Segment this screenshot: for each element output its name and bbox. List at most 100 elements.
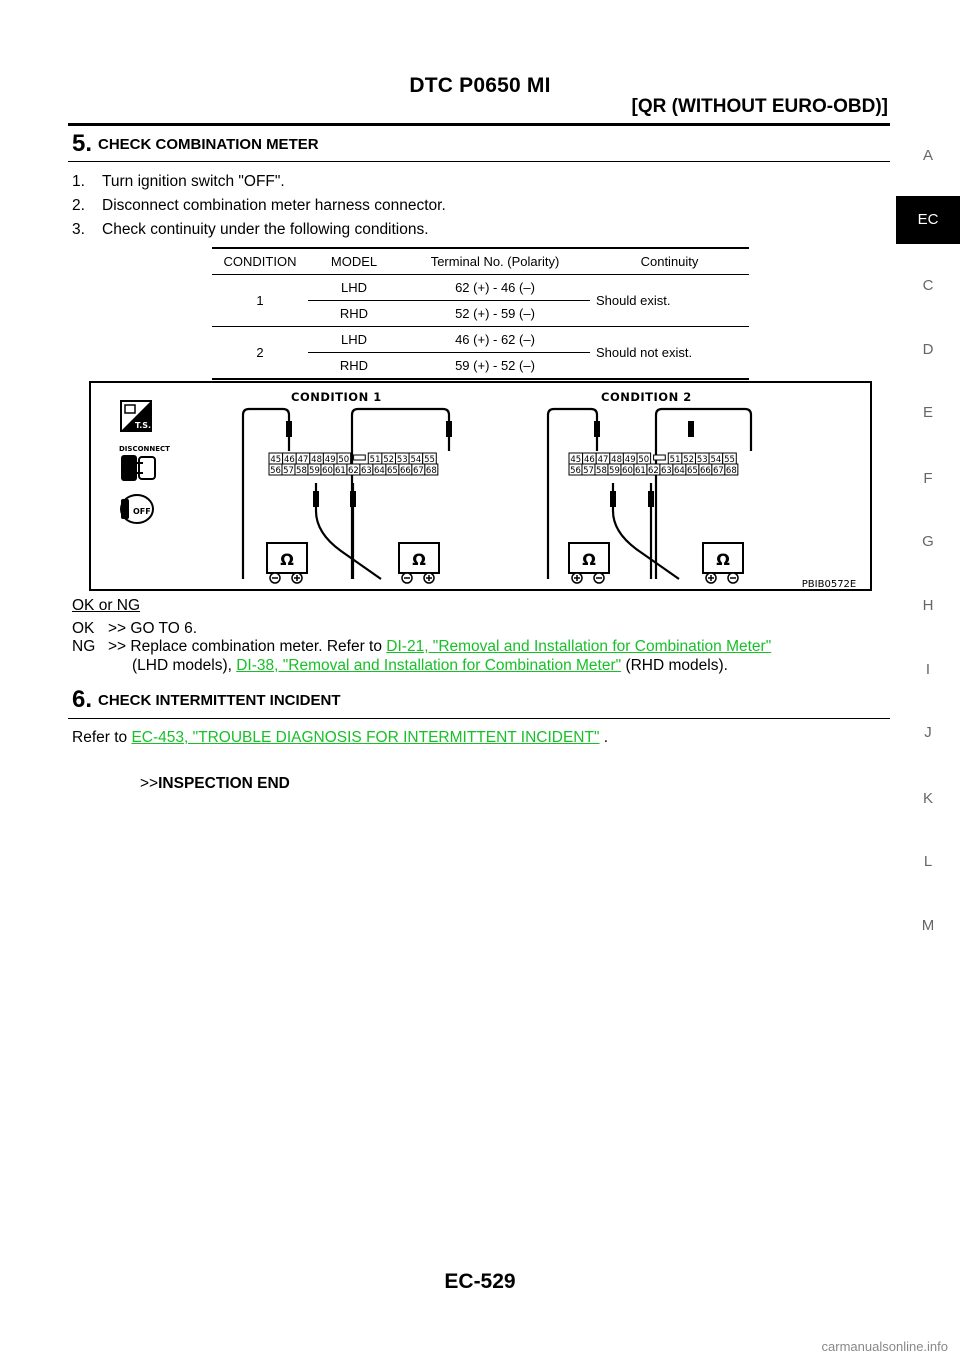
section-tab[interactable]: E	[922, 404, 933, 421]
table-header-row: CONDITION MODEL Terminal No. (Polarity) …	[212, 247, 749, 275]
section-tab[interactable]: I	[925, 661, 931, 678]
section-tab[interactable]: D	[922, 341, 934, 358]
disconnect-icon: DISCONNECT	[119, 445, 170, 481]
terminal-number: 60	[622, 466, 633, 476]
section-tab[interactable]: H	[922, 597, 934, 614]
step5-number: 5.	[72, 130, 93, 157]
terminal-number: 52	[683, 455, 694, 465]
cell-continuity: Should exist.	[590, 274, 749, 327]
intermittent-incident-link[interactable]: EC-453, "TROUBLE DIAGNOSIS FOR INTERMITT…	[131, 729, 600, 746]
condition1-meter-left: Ω	[266, 542, 308, 584]
cell-continuity: Should not exist.	[590, 326, 749, 380]
terminal-number: 45	[270, 455, 281, 465]
terminal-number: 62	[348, 466, 359, 476]
terminal-number: 68	[726, 466, 737, 476]
terminal-number: 58	[596, 466, 607, 476]
terminal-number: 55	[424, 455, 435, 465]
table-row: 2 LHD 46 (+) - 62 (–) Should not exist.	[212, 326, 749, 380]
refer-suffix: .	[603, 729, 609, 746]
ohm-symbol: Ω	[582, 550, 596, 569]
header-terminal: Terminal No. (Polarity)	[400, 247, 590, 275]
ignition-off-icon: OFF	[120, 494, 154, 524]
terminal-number: 65	[687, 466, 698, 476]
terminal-number: 61	[335, 466, 346, 476]
condition1-label: CONDITION 1	[291, 390, 382, 404]
step6-number: 6.	[72, 686, 93, 713]
terminal-number: 67	[713, 466, 724, 476]
terminal-number: 48	[611, 455, 622, 465]
terminal-number: 54	[710, 455, 721, 465]
terminal-number: 53	[397, 455, 408, 465]
step6-title: CHECK INTERMITTENT INCIDENT	[98, 692, 341, 709]
section-tab[interactable]: A	[922, 147, 933, 164]
wiring-figure: T.S. DISCONNECT OFF CONDITION 1 CONDITIO…	[89, 381, 872, 591]
terminal-number: 64	[674, 466, 685, 476]
step6-refer: Refer to EC-453, "TROUBLE DIAGNOSIS FOR …	[72, 729, 608, 747]
terminal-number: 55	[724, 455, 735, 465]
section-tab[interactable]: F	[923, 470, 933, 487]
header-rule	[68, 123, 890, 126]
header-continuity: Continuity	[590, 247, 749, 275]
terminal-number: 66	[400, 466, 411, 476]
cell-terminal: 52 (+) - 59 (–)	[400, 300, 590, 327]
terminal-number: 50	[638, 455, 649, 465]
continuity-table: CONDITION MODEL Terminal No. (Polarity) …	[212, 247, 749, 380]
ng-link-lhd[interactable]: DI-21, "Removal and Installation for Com…	[386, 638, 772, 655]
step5-title: CHECK COMBINATION METER	[98, 136, 319, 153]
figure-code: PBIB0572E	[802, 579, 856, 589]
terminal-number: 49	[625, 455, 636, 465]
page-title: DTC P0650 MI	[409, 74, 551, 97]
step6-rule	[68, 718, 890, 719]
condition2-meter-right: Ω	[702, 542, 744, 584]
page-subtitle: [QR (WITHOUT EURO-OBD)]	[631, 96, 888, 117]
table-row: RHD 59 (+) - 52 (–)	[212, 352, 749, 380]
terminal-number: 61	[635, 466, 646, 476]
condition2-probes	[594, 421, 694, 507]
terminal-number: 59	[609, 466, 620, 476]
terminal-number: 59	[309, 466, 320, 476]
terminal-number: 67	[413, 466, 424, 476]
step5-heading: 5. CHECK COMBINATION METER	[72, 130, 319, 158]
section-tab[interactable]: G	[922, 533, 934, 550]
cell-condition: 1	[212, 274, 308, 327]
condition2-label: CONDITION 2	[601, 390, 692, 404]
section-tab[interactable]: C	[922, 277, 934, 294]
terminal-number: 51	[370, 455, 381, 465]
terminal-number: 64	[374, 466, 385, 476]
terminal-number: 46	[584, 455, 595, 465]
terminal-number: 63	[361, 466, 372, 476]
header-condition: CONDITION	[212, 247, 308, 275]
terminal-number: 57	[283, 466, 294, 476]
ohm-symbol: Ω	[280, 550, 294, 569]
watermark: carmanualsonline.info	[821, 1339, 948, 1354]
end-arrow: >>	[140, 775, 159, 792]
terminal-number: 48	[311, 455, 322, 465]
terminal-number: 53	[697, 455, 708, 465]
condition2-meter-left: Ω	[568, 542, 610, 584]
cell-model: RHD	[308, 352, 400, 380]
section-tab[interactable]: L	[923, 853, 933, 870]
condition1-probes	[286, 421, 452, 507]
section-tab[interactable]: K	[922, 790, 933, 807]
step5-item-2: 2.Disconnect combination meter harness c…	[72, 197, 446, 214]
cell-terminal: 59 (+) - 52 (–)	[400, 352, 590, 380]
ng-link-rhd[interactable]: DI-38, "Removal and Installation for Com…	[236, 657, 622, 674]
ng-mid: (LHD models),	[132, 657, 232, 674]
section-tab[interactable]: M	[921, 917, 935, 934]
terminal-number: 63	[661, 466, 672, 476]
terminal-number: 47	[298, 455, 309, 465]
ignition-off-label: OFF	[133, 507, 151, 516]
terminal-number: 49	[325, 455, 336, 465]
ts-icon: T.S.	[120, 400, 152, 432]
ohm-symbol: Ω	[716, 550, 730, 569]
ng-label: NG	[72, 638, 96, 655]
section-tab[interactable]: EC	[896, 196, 960, 244]
end-text: INSPECTION END	[158, 775, 290, 792]
ok-text: >> GO TO 6.	[108, 620, 198, 637]
terminal-number: 60	[322, 466, 333, 476]
ng-suffix: (RHD models).	[625, 657, 728, 674]
step5-item-1: 1.Turn ignition switch "OFF".	[72, 173, 285, 190]
section-tab[interactable]: J	[924, 724, 932, 741]
